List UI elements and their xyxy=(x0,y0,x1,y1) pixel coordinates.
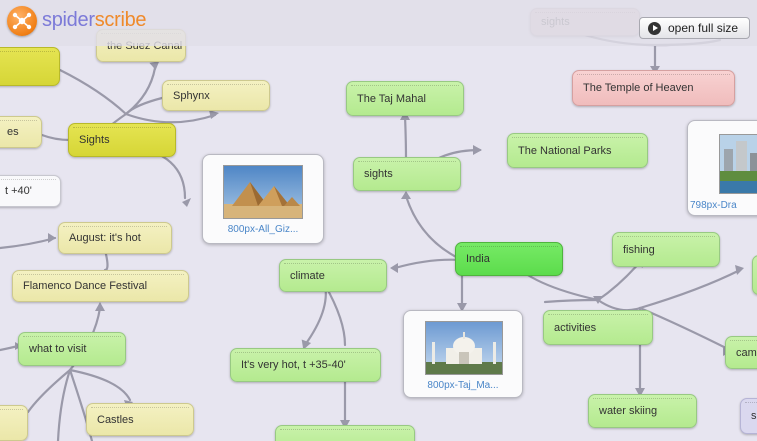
node-label: Flamenco Dance Festival xyxy=(23,280,148,292)
node-label: Castles xyxy=(97,413,134,426)
node-label: It's very hot, t +35-40' xyxy=(241,359,346,371)
image-caption: 798px-Dra xyxy=(690,200,737,211)
node-temple-of-heaven[interactable]: The Temple of Heaven xyxy=(572,70,735,106)
node-climate[interactable]: climate xyxy=(279,259,387,292)
brand-part-2: scribe xyxy=(94,9,147,31)
node-label: fishing xyxy=(623,243,655,256)
spiderscribe-logo-icon xyxy=(7,6,37,36)
node-activities[interactable]: activities xyxy=(543,310,653,345)
node-fishing[interactable]: fishing xyxy=(612,232,720,267)
node-taj-mahal[interactable]: The Taj Mahal xyxy=(346,81,464,116)
node-label: Sights xyxy=(79,134,110,146)
node-what-to-visit[interactable]: what to visit xyxy=(18,332,126,366)
node-national-parks[interactable]: The National Parks xyxy=(507,133,648,168)
top-bar: spiderscribe open full size xyxy=(0,0,757,46)
image-node-taj[interactable]: 800px-Taj_Ma... xyxy=(403,310,523,398)
node-cam-fragment[interactable]: cam xyxy=(725,336,757,369)
node-sphynx[interactable]: Sphynx xyxy=(162,80,270,111)
node-flamenco[interactable]: Flamenco Dance Festival xyxy=(12,270,189,302)
node-label: es xyxy=(7,126,19,138)
image-caption: 800px-All_Giz... xyxy=(227,224,299,235)
node-label: cam xyxy=(736,346,757,359)
node-label: August: it's hot xyxy=(69,232,141,244)
node-sights-india[interactable]: sights xyxy=(353,157,461,191)
node-very-hot[interactable]: It's very hot, t +35-40' xyxy=(230,348,381,382)
node-right-fragment[interactable] xyxy=(752,255,757,295)
node-unlabeled-left[interactable] xyxy=(0,405,28,441)
node-castles[interactable]: Castles xyxy=(86,403,194,436)
node-label: water skiing xyxy=(599,405,658,417)
node-label: Sphynx xyxy=(173,89,210,102)
node-sights-egypt[interactable]: Sights xyxy=(68,123,176,157)
brand-name: spiderscribe xyxy=(42,9,147,32)
node-india[interactable]: India xyxy=(455,242,563,276)
node-es-fragment[interactable]: es xyxy=(0,116,42,148)
node-label: India xyxy=(466,253,490,265)
node-temperature-fragment[interactable]: t +40' xyxy=(0,175,61,207)
node-water-skiing[interactable]: water skiing xyxy=(588,394,697,428)
node-label: what to visit xyxy=(29,343,87,355)
image-node-giza[interactable]: 800px-All_Giz... xyxy=(202,154,324,244)
node-bottom-fragment[interactable]: ... xyxy=(275,425,415,441)
node-label: climate xyxy=(290,269,325,282)
play-icon xyxy=(648,21,661,35)
node-label: activities xyxy=(554,321,597,334)
open-full-size-label: open full size xyxy=(668,21,739,35)
node-august[interactable]: August: it's hot xyxy=(58,222,172,254)
image-node-dragon[interactable]: 798px-Dra xyxy=(687,120,757,216)
node-s-fragment[interactable]: s xyxy=(740,398,757,434)
brand-part-1: spider xyxy=(42,9,95,31)
node-label: The National Parks xyxy=(518,144,612,157)
open-full-size-button[interactable]: open full size xyxy=(639,17,750,39)
node-label: The Temple of Heaven xyxy=(583,82,694,94)
city-image xyxy=(719,134,757,194)
node-label: sights xyxy=(364,168,393,180)
taj-mahal-image xyxy=(425,321,503,375)
node-label: The Taj Mahal xyxy=(357,92,426,105)
pyramids-image xyxy=(223,165,303,219)
node-unlabeled-yellow[interactable] xyxy=(0,47,60,86)
image-caption: 800px-Taj_Ma... xyxy=(427,380,499,391)
node-label: s xyxy=(751,410,757,422)
node-label: t +40' xyxy=(5,185,32,197)
